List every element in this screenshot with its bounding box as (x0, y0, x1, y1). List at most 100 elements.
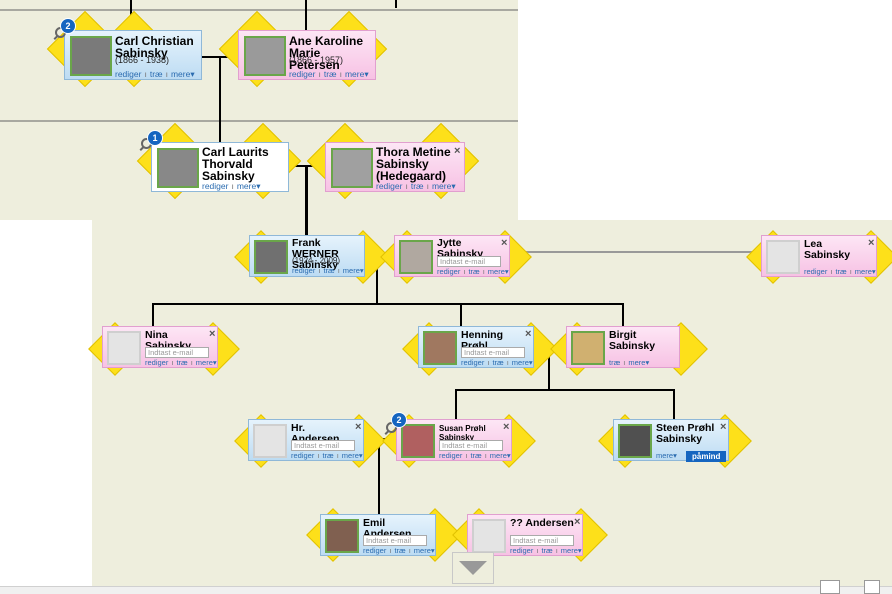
tree-link[interactable]: træ (176, 358, 188, 367)
close-icon[interactable]: × (503, 421, 510, 433)
tree-link[interactable]: træ (541, 546, 553, 555)
person-card-thora[interactable]: Thora Metine Sabinsky (Hedegaard) × redi… (325, 142, 465, 192)
close-icon[interactable]: × (355, 421, 362, 433)
tree-link[interactable]: træ (394, 546, 406, 555)
count-badge[interactable]: 1 (147, 130, 163, 146)
close-icon[interactable]: × (525, 328, 532, 340)
person-card-frank[interactable]: Frank WERNER Sabinsky (1924 - 2009) redi… (249, 235, 365, 277)
edit-link[interactable]: rediger (145, 358, 169, 367)
edit-link[interactable]: rediger (804, 267, 828, 276)
count-badge[interactable]: 2 (391, 412, 407, 428)
more-link[interactable]: mere (487, 267, 505, 276)
email-input[interactable]: Indtast e-mail (439, 440, 503, 451)
tree-link[interactable]: træ (470, 451, 482, 460)
chevron-down-icon: ▾ (871, 267, 876, 276)
edit-link[interactable]: rediger (510, 546, 534, 555)
connector-line (455, 389, 675, 391)
person-dates: (1866 - 1957) (289, 55, 344, 65)
person-card-steen[interactable]: Steen Prøhl Sabinsky × mere▾ påmind (613, 419, 729, 462)
scroll-down-arrow[interactable] (452, 552, 494, 584)
close-icon[interactable]: × (574, 516, 581, 528)
tree-link[interactable]: træ (492, 358, 504, 367)
email-input[interactable]: Indtast e-mail (363, 535, 427, 546)
person-photo (571, 331, 605, 365)
tree-link[interactable]: træ (410, 181, 424, 191)
chevron-down-icon: ▾ (358, 451, 363, 460)
tree-link[interactable]: træ (609, 358, 621, 367)
more-link[interactable]: mere (342, 266, 360, 275)
edit-link[interactable]: rediger (437, 267, 461, 276)
tree-link[interactable]: træ (322, 451, 334, 460)
chevron-down-icon: ▾ (359, 266, 364, 275)
edit-link[interactable]: rediger (292, 266, 316, 275)
chevron-down-icon: ▾ (504, 267, 509, 276)
close-icon[interactable]: × (720, 421, 727, 433)
more-link[interactable]: mere (341, 451, 359, 460)
window-icon[interactable] (864, 580, 880, 594)
chevron-down-icon: ▾ (506, 451, 511, 460)
person-card-ane-karoline[interactable]: Ane Karoline Marie Petersen (1866 - 1957… (238, 30, 376, 80)
connector-line (460, 303, 462, 328)
email-input[interactable]: Indtast e-mail (437, 256, 501, 267)
close-icon[interactable]: × (209, 328, 216, 340)
more-link[interactable]: mere (854, 267, 872, 276)
edit-link[interactable]: rediger (202, 181, 229, 191)
edit-link[interactable]: rediger (363, 546, 387, 555)
email-input[interactable]: Indtast e-mail (510, 535, 574, 546)
edit-link[interactable]: rediger (461, 358, 485, 367)
connector-line (152, 303, 624, 305)
more-link[interactable]: mere (560, 546, 578, 555)
edit-link[interactable]: rediger (439, 451, 463, 460)
remind-button[interactable]: påmind (686, 451, 727, 462)
tree-link[interactable]: træ (468, 267, 480, 276)
tree-link[interactable]: træ (149, 69, 163, 79)
edit-link[interactable]: rediger (115, 69, 142, 79)
person-name: Henning Prøhl (461, 329, 503, 352)
person-photo (254, 240, 288, 274)
chevron-down-icon: ▾ (528, 358, 533, 367)
tree-link[interactable]: træ (323, 266, 335, 275)
person-name: Nina Sabinsky (145, 329, 192, 352)
more-link[interactable]: mere (489, 451, 507, 460)
window-icon[interactable] (820, 580, 840, 594)
more-link[interactable]: mere (511, 358, 529, 367)
close-icon[interactable]: × (501, 237, 508, 249)
email-input[interactable]: Indtast e-mail (145, 347, 209, 358)
edit-link[interactable]: rediger (376, 181, 403, 191)
more-link[interactable]: mere (656, 451, 674, 460)
tree-link[interactable]: træ (323, 69, 337, 79)
more-link[interactable]: mere (170, 69, 191, 79)
edit-link[interactable]: rediger (291, 451, 315, 460)
count-badge[interactable]: 2 (60, 18, 76, 34)
email-input[interactable]: Indtast e-mail (291, 440, 355, 451)
more-link[interactable]: mere (431, 181, 452, 191)
person-photo (325, 519, 359, 553)
close-icon[interactable]: × (454, 145, 461, 157)
person-card-susan[interactable]: Susan Prøhl Sabinsky × Indtast e-mail re… (396, 419, 512, 461)
tree-link[interactable]: træ (835, 267, 847, 276)
close-icon[interactable]: × (868, 237, 875, 249)
person-card-carl-christian[interactable]: Carl Christian Sabinsky (1866 - 1938) re… (64, 30, 202, 80)
connector-line (622, 303, 624, 328)
more-link[interactable]: mere (628, 358, 646, 367)
more-link[interactable]: mere (344, 69, 365, 79)
more-link[interactable]: mere (413, 546, 431, 555)
more-link[interactable]: mere (195, 358, 213, 367)
edit-link[interactable]: rediger (289, 69, 316, 79)
more-link[interactable]: mere (236, 181, 257, 191)
email-input[interactable]: Indtast e-mail (461, 347, 525, 358)
